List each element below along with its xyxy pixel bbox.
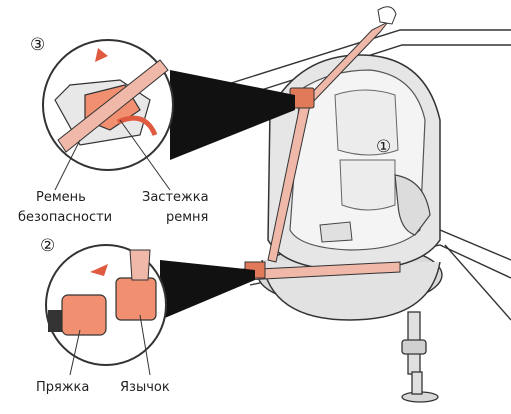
label-clip-line2: ремня: [166, 210, 208, 226]
support-leg: [402, 312, 438, 402]
callout-pointer-2: [160, 260, 255, 320]
step-3-marker: ③: [30, 36, 45, 54]
detail-callout-2: [46, 245, 166, 365]
step-1-marker: ①: [376, 138, 391, 156]
step-2-marker: ②: [40, 237, 55, 255]
detail-callout-3: [43, 40, 173, 170]
label-clip: Застежка: [142, 190, 209, 206]
label-belt: Ремень: [36, 190, 86, 206]
label-tongue: Язычок: [120, 380, 170, 396]
label-belt-line2: безопасности: [18, 210, 112, 226]
label-buckle: Пряжка: [36, 380, 89, 396]
